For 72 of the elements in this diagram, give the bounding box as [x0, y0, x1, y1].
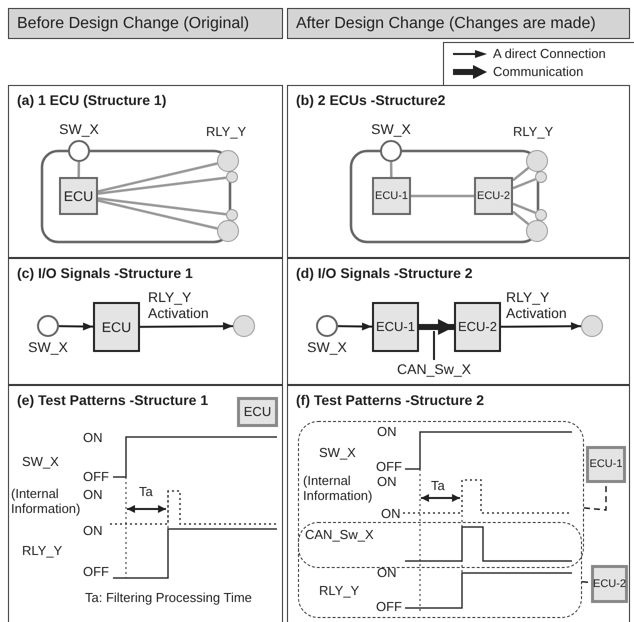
signal-label: OFF	[83, 564, 109, 579]
signal-label: (Internal Information)	[11, 486, 82, 516]
ecu-box: ECU-2	[454, 302, 501, 352]
wire-line	[98, 199, 218, 230]
signal-label: Ta: Filtering Processing Time	[85, 590, 252, 605]
ecu-box: ECU-1	[586, 446, 626, 483]
wire-line	[390, 162, 393, 178]
node-label: SW_X	[307, 339, 347, 356]
signal-label: ON	[377, 424, 396, 439]
signal-label: RLY_Y	[206, 124, 246, 139]
signal-label: ON	[377, 474, 396, 489]
signal-label: ON	[377, 565, 396, 580]
ecu-box: ECU	[93, 302, 140, 352]
panel	[8, 258, 283, 385]
signal-label: Ta	[431, 478, 445, 493]
wire-line	[512, 166, 530, 182]
panel	[8, 385, 283, 622]
signal-label: Ta	[139, 484, 153, 499]
ecu-box: ECU-2	[474, 177, 513, 215]
node-label: SW_X	[371, 121, 411, 138]
panel-title: (a) 1 ECU (Structure 1)	[17, 91, 166, 110]
wire-line	[512, 202, 536, 214]
wire-line	[98, 197, 226, 216]
panel-title: (d) I/O Signals -Structure 2	[296, 264, 473, 283]
legend-label: Communication	[493, 64, 584, 80]
signal-label: ON	[83, 523, 102, 538]
dashed-region	[298, 421, 584, 568]
arrow	[140, 322, 234, 330]
wire-line	[512, 178, 536, 190]
arrow	[500, 322, 582, 330]
dashed-region	[298, 522, 582, 618]
signal-label: OFF	[376, 599, 402, 614]
wire-line	[98, 162, 218, 193]
signal-label: RLY_Y	[22, 543, 62, 558]
ecu-box: ECU	[59, 177, 98, 215]
wire-line	[77, 162, 80, 178]
panel	[287, 258, 630, 385]
signal-label: SW_X	[319, 445, 356, 460]
signal-label: RLY_Y	[513, 124, 554, 139]
wire-line	[98, 176, 226, 195]
panel-title: (b) 2 ECUs -Structure2	[296, 91, 446, 110]
leader-line	[433, 331, 435, 360]
signal-label: ON	[83, 487, 102, 502]
signal-label: CAN_Sw_X	[305, 527, 374, 542]
arrow	[338, 322, 372, 330]
legend-label: A direct Connection	[493, 46, 606, 62]
ecu-box: ECU-2	[591, 565, 628, 603]
panel-title: (c) I/O Signals -Structure 1	[17, 264, 193, 283]
panel-title: (f) Test Patterns -Structure 2	[296, 391, 484, 410]
node-label: SW_X	[28, 339, 68, 356]
panel	[8, 85, 283, 258]
dashed-connector	[584, 483, 607, 511]
arrow	[58, 322, 94, 330]
node-label: SW_X	[59, 121, 99, 138]
ecu-box: ECU-1	[372, 177, 411, 215]
column-header: After Design Change (Changes are made)	[287, 8, 630, 39]
signal-label: RLY_Y	[319, 583, 360, 598]
signal-label: ON	[381, 506, 400, 521]
signal-label: (Internal Information)	[303, 473, 374, 503]
wire-line	[411, 194, 474, 198]
panel	[287, 385, 630, 622]
wire-line	[512, 210, 530, 226]
panel-title: (e) Test Patterns -Structure 1	[17, 391, 208, 410]
panel	[287, 85, 630, 258]
signal-label: OFF	[83, 469, 109, 484]
ecu-box: ECU-1	[372, 302, 419, 352]
signal-label: ON	[83, 430, 102, 445]
signal-label: OFF	[376, 459, 402, 474]
column-header: Before Design Change (Original)	[8, 8, 283, 39]
arrow	[419, 319, 454, 335]
signal-label: SW_X	[22, 454, 59, 469]
ecu-box: ECU	[237, 397, 278, 427]
